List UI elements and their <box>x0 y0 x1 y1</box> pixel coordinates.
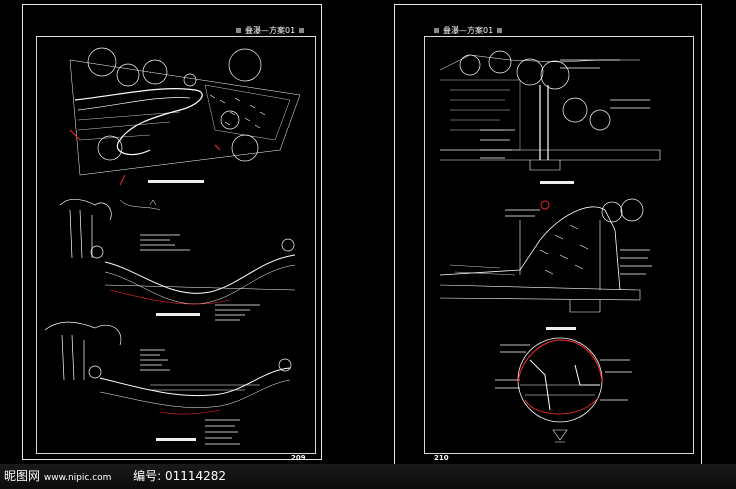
section-one-drawing <box>59 198 296 321</box>
cascade-section-drawing <box>439 198 652 313</box>
left-sheet-title: 叠瀑—方案01 <box>232 25 308 37</box>
left-page-number: 209 <box>291 454 306 462</box>
caption-bar <box>148 180 204 183</box>
caption-bar <box>156 438 196 441</box>
caption-bar <box>540 181 574 184</box>
right-sheet-title: 叠瀑—方案01 <box>430 25 506 37</box>
caption-bar <box>156 313 200 316</box>
watermark-id-value: 01114282 <box>164 469 227 483</box>
title-marker-icon <box>434 28 439 33</box>
watermark: 昵图网 www.nipic.com 编号: 01114282 <box>4 469 227 483</box>
red-annotations <box>69 129 603 415</box>
left-sheet-border <box>22 4 322 460</box>
elevation-drawing <box>439 50 661 171</box>
right-page-number: 210 <box>434 454 449 462</box>
watermark-id-label: 编号 <box>133 469 158 483</box>
watermark-band <box>0 464 736 489</box>
title-marker-icon <box>299 28 305 33</box>
right-drawing-frame <box>424 36 694 454</box>
watermark-site: 昵图网 <box>4 469 41 483</box>
left-title-text: 叠瀑—方案01 <box>245 26 296 35</box>
title-marker-icon <box>236 28 241 33</box>
section-two-drawing <box>44 321 292 445</box>
right-title-text: 叠瀑—方案01 <box>443 26 494 35</box>
caption-bar <box>546 327 576 330</box>
circular-detail-drawing <box>495 337 632 443</box>
plan-view-drawing <box>69 47 301 176</box>
left-drawing-frame <box>36 36 316 454</box>
title-marker-icon <box>497 28 503 33</box>
watermark-url: www.nipic.com <box>43 473 112 483</box>
